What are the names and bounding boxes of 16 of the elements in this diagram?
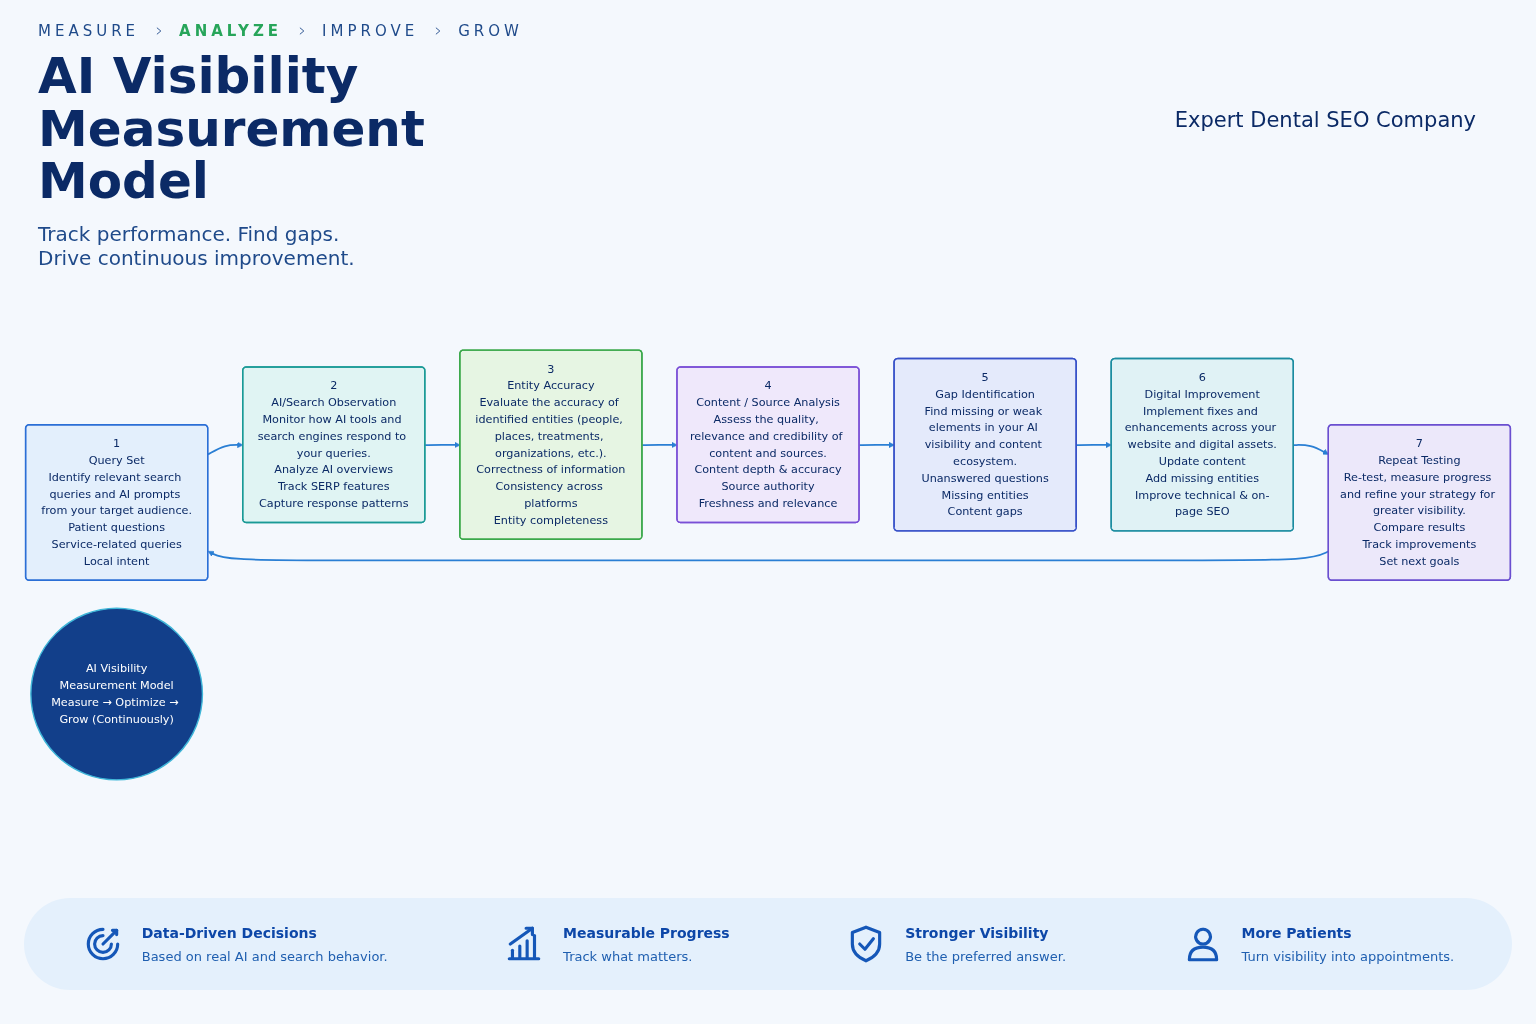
feature-text: Based on real AI and search behavior. bbox=[141, 948, 388, 964]
breadcrumb-step: IMPROVE bbox=[322, 22, 419, 40]
subtitle: Track performance. Find gaps. Drive continuous improvement. bbox=[38, 221, 356, 270]
tagline: Expert Dental SEO Company bbox=[1174, 108, 1476, 132]
breadcrumb-step: ANALYZE bbox=[179, 22, 283, 40]
title: AI Visibility Measurement Model bbox=[38, 50, 426, 208]
feature-heading: Stronger Visibility bbox=[905, 924, 1050, 941]
feature-text: Be the preferred answer. bbox=[905, 948, 1067, 964]
breadcrumb-step: MEASURE bbox=[38, 22, 140, 40]
feature-text: Turn visibility into appointments. bbox=[1241, 948, 1455, 964]
node-circle: AI Visibility Measurement Model Measure → Optimize → Grow (Continuously) bbox=[30, 607, 204, 781]
feature-heading: Measurable Progress bbox=[563, 924, 730, 941]
feature-text: Track what matters. bbox=[563, 948, 694, 964]
feature-heading: More Patients bbox=[1241, 924, 1353, 941]
breadcrumb-step: GROW bbox=[458, 22, 523, 40]
feature-heading: Data-Driven Decisions bbox=[141, 924, 318, 941]
